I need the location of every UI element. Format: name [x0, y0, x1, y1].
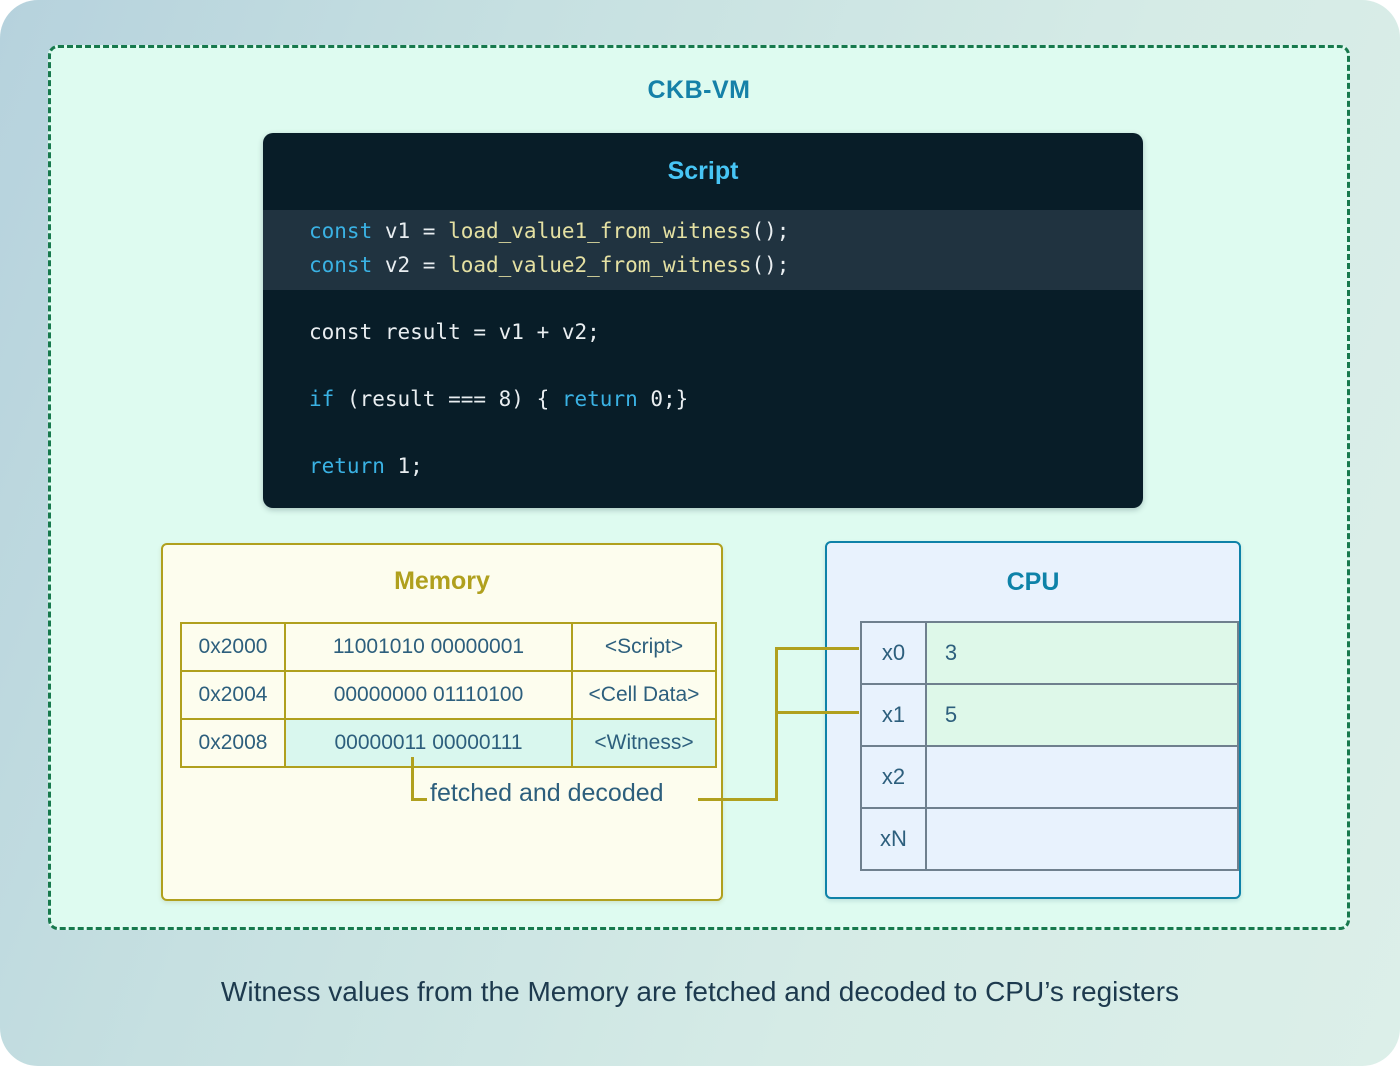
cpu-register-row: xN: [860, 807, 1240, 871]
code-line: if (result === 8) { return 0;}: [309, 382, 1133, 416]
code-line: [309, 416, 1133, 449]
register-name: x2: [860, 745, 927, 809]
register-name: x1: [860, 683, 927, 747]
code-token-plain: v1 =: [372, 219, 449, 243]
code-token-plain: (result === 8) {: [334, 387, 562, 411]
register-value: [924, 745, 1240, 809]
memory-cell-lbl: <Witness>: [571, 718, 717, 768]
cpu-register-row: x2: [860, 745, 1240, 809]
code-line: const v2 = load_value2_from_witness();: [309, 248, 1133, 282]
script-title: Script: [667, 157, 739, 185]
memory-title: Memory: [394, 567, 490, 595]
code-token-kw: const: [309, 219, 373, 243]
code-line: [309, 349, 1133, 382]
memory-cell-val: 11001010 00000001: [284, 622, 573, 672]
code-token-kw: const: [309, 253, 373, 277]
code-token-kw: if: [309, 387, 335, 411]
connector-x0-branch-line: [775, 647, 859, 650]
fetched-and-decoded-label: fetched and decoded: [430, 779, 664, 807]
code-line: const result = v1 + v2;: [309, 315, 1133, 349]
connector-label-stub-line: [411, 798, 427, 801]
code-token-kw: return: [309, 454, 385, 478]
code-token-kw: return: [561, 387, 638, 411]
script-code: const v1 = load_value1_from_witness();co…: [309, 214, 1133, 483]
memory-cell-addr: 0x2000: [180, 622, 286, 672]
cpu-title: CPU: [1006, 568, 1060, 596]
memory-cell-addr: 0x2008: [180, 718, 286, 768]
witness-load-highlight-band: [263, 210, 1143, 290]
code-token-plain: v2 =: [372, 253, 449, 277]
code-line: return 1;: [309, 449, 1133, 483]
register-value: 5: [924, 683, 1240, 747]
script-code-block: Script const v1 = load_value1_from_witne…: [263, 133, 1143, 508]
code-token-fn: load_value1_from_witness: [448, 219, 752, 243]
code-token-plain: ();: [751, 253, 790, 277]
code-token-plain: ();: [751, 219, 790, 243]
ckb-vm-title: CKB-VM: [647, 76, 751, 104]
register-name: xN: [860, 807, 927, 871]
register-value: 3: [924, 621, 1240, 685]
code-line: const v1 = load_value1_from_witness();: [309, 214, 1133, 248]
connector-label-to-cpu-line: [698, 798, 778, 801]
register-name: x0: [860, 621, 927, 685]
memory-cell-lbl: <Script>: [571, 622, 717, 672]
code-token-plain: const result = v1 + v2;: [309, 320, 600, 344]
ckb-vm-container: CKB-VM Script const v1 = load_value1_fro…: [48, 45, 1350, 930]
memory-cell-lbl: <Cell Data>: [571, 670, 717, 720]
memory-cell-addr: 0x2004: [180, 670, 286, 720]
code-token-plain: 0;}: [637, 387, 689, 411]
diagram-caption: Witness values from the Memory are fetch…: [220, 976, 1180, 1007]
code-line: [309, 282, 1133, 315]
memory-cell-val: 00000011 00000111: [284, 718, 573, 768]
connector-witness-drop-line: [411, 757, 414, 801]
register-value: [924, 807, 1240, 871]
code-token-plain: 1;: [384, 454, 423, 478]
memory-cell-val: 00000000 01110100: [284, 670, 573, 720]
connector-x1-branch-line: [775, 711, 859, 714]
connector-vertical-riser-line: [775, 647, 778, 801]
code-token-fn: load_value2_from_witness: [448, 253, 752, 277]
